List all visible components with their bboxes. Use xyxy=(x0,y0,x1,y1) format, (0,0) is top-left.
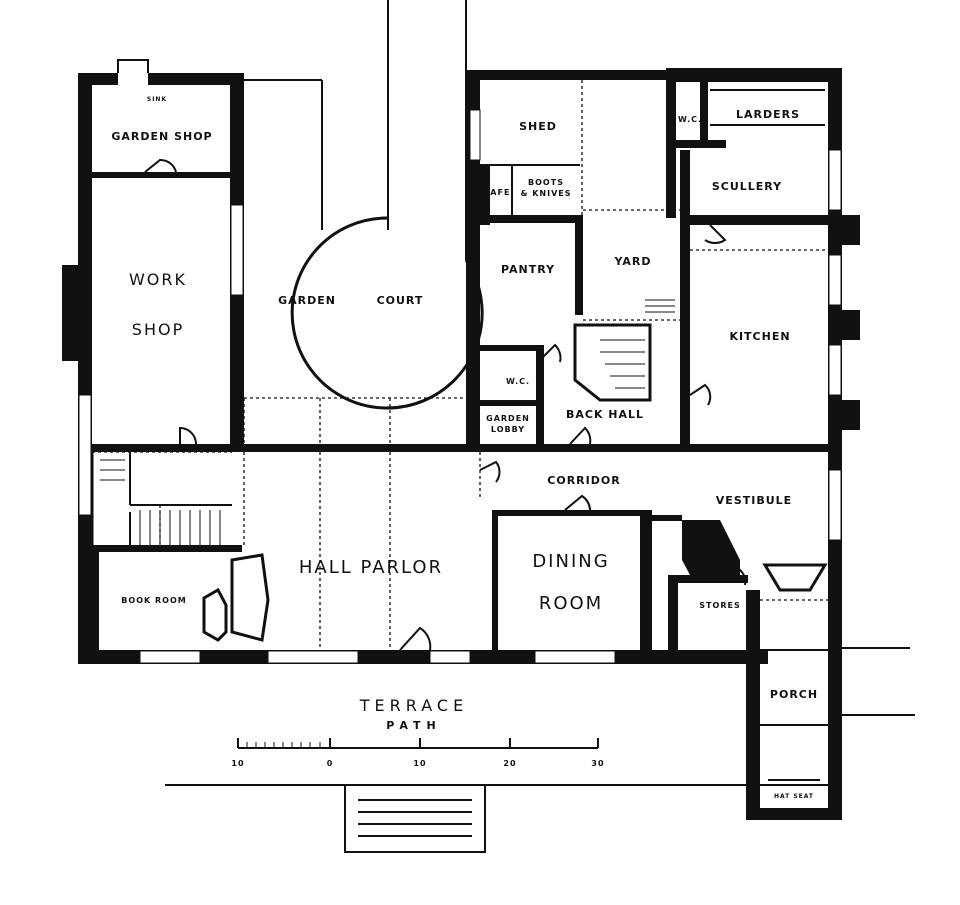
label-wc-lower: W.C. xyxy=(506,377,530,386)
label-hat-seat: HAT SEAT xyxy=(774,793,814,800)
terrace-features xyxy=(165,647,915,853)
label-dining: DINING xyxy=(532,551,609,572)
scale-bar: 10 0 10 20 30 xyxy=(231,738,604,768)
room-labels: GARDEN SHOP SINK WORK SHOP GARDEN COURT … xyxy=(111,96,818,800)
label-garden-shop: GARDEN SHOP xyxy=(111,130,212,143)
interior-walls xyxy=(90,68,840,786)
scale-tick-label: 30 xyxy=(591,759,604,768)
label-room: ROOM xyxy=(539,593,603,614)
garden-court-circle xyxy=(290,216,484,410)
label-shed: SHED xyxy=(519,120,557,133)
scale-tick-label: 20 xyxy=(503,759,516,768)
hall-bay-window xyxy=(202,587,228,642)
label-stores: STORES xyxy=(699,601,740,610)
scale-tick-label: 10 xyxy=(231,759,244,768)
label-court: COURT xyxy=(377,294,424,307)
back-stair xyxy=(600,299,675,389)
label-shop: SHOP xyxy=(132,320,184,339)
scale-tick-label: 0 xyxy=(327,759,334,768)
label-work: WORK xyxy=(129,270,187,289)
label-yard: YARD xyxy=(613,255,651,268)
label-safe: SAFE xyxy=(484,188,511,197)
label-kitchen: KITCHEN xyxy=(729,330,790,343)
label-garden-lobby-2: LOBBY xyxy=(491,425,525,434)
label-book-room: BOOK ROOM xyxy=(121,596,186,605)
label-sink: SINK xyxy=(147,96,167,103)
label-vestibule: VESTIBULE xyxy=(716,494,792,507)
windows xyxy=(78,109,842,664)
label-garden: GARDEN xyxy=(278,294,336,307)
label-hall-parlor: HALL PARLOR xyxy=(299,557,443,578)
label-pantry: PANTRY xyxy=(501,263,555,276)
label-boots: BOOTS xyxy=(528,178,564,187)
label-back-hall: BACK HALL xyxy=(566,408,644,421)
label-larders: LARDERS xyxy=(736,108,800,121)
label-wc-upper: W.C. xyxy=(678,115,702,124)
scale-tick-label: 10 xyxy=(413,759,426,768)
terrace-label: TERRACE xyxy=(359,696,468,715)
label-porch: PORCH xyxy=(770,688,818,701)
main-stair xyxy=(100,459,221,545)
path-label: PATH xyxy=(386,719,441,732)
doors xyxy=(117,59,747,651)
label-corridor: CORRIDOR xyxy=(547,474,620,487)
label-knives: & KNIVES xyxy=(520,189,571,198)
label-scullery: SCULLERY xyxy=(712,180,782,193)
label-garden-lobby-1: GARDEN xyxy=(486,414,530,423)
